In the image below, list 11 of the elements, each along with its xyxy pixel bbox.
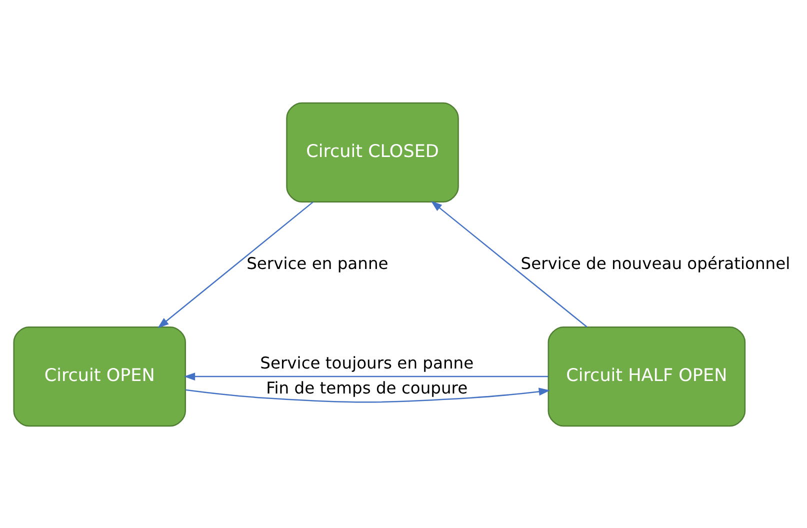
node-box: Circuit CLOSED	[286, 102, 459, 202]
arrow	[184, 372, 548, 380]
node-box: Circuit OPEN	[13, 326, 186, 426]
node-box: Circuit HALF OPEN	[548, 326, 746, 426]
arrow	[430, 200, 588, 328]
arrow	[185, 387, 550, 402]
edge-label: Service de nouveau opérationnel	[520, 253, 790, 272]
edge-label: Service en panne	[246, 253, 388, 272]
arrow	[158, 201, 314, 328]
edge-label: Service toujours en panne	[260, 352, 474, 372]
edge-label: Fin de temps de coupure	[266, 378, 468, 397]
